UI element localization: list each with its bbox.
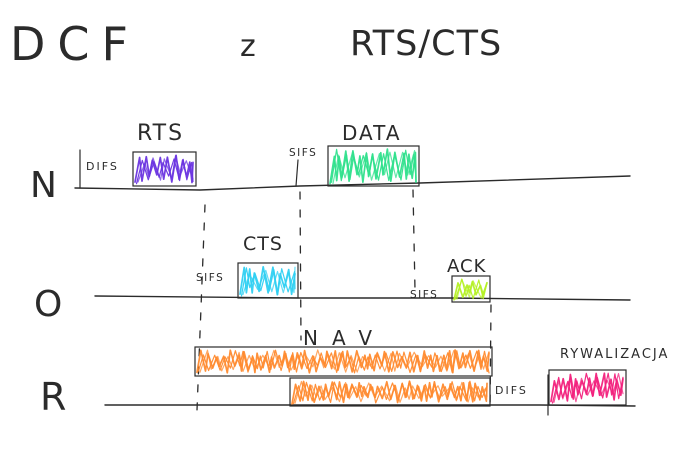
station-label-sender: N [30,165,57,206]
station-label-other: R [40,375,66,419]
contention-window [548,369,627,406]
nav-rts-bar [194,346,493,377]
rts-end-guide [196,204,206,411]
sifs-receiver-cts-label: SIFS [196,272,224,284]
nav-scribble [292,380,488,404]
rts-scribble [135,158,194,185]
data-scribble [332,150,417,185]
title-mechanism: RTS/CTS [350,24,502,64]
difs-sender-label: DIFS [86,160,119,173]
contention-scribble [551,372,624,404]
contention-label: RYWALIZACJA [560,347,669,362]
rts-frame-box [132,151,197,187]
contention-window-box [548,369,627,406]
sender-timeline [74,175,631,191]
data-start-guide [299,191,302,341]
title: DCF z RTS/CTS [10,17,502,71]
nav-cts-bar [289,377,491,407]
sifs-sender-label: SIFS [289,147,317,159]
difs-other-label: DIFS [495,384,528,397]
data-frame [327,145,420,187]
cts-frame [237,262,299,299]
data-frame-box [327,145,420,187]
title-connector: z [240,29,256,64]
ack-frame-box [451,275,491,303]
ack-scribble [456,278,488,300]
rts-scribble [137,155,194,183]
contention-scribble [553,373,624,403]
receiver-timeline [94,295,631,301]
cts-scribble [240,267,296,297]
nav-scribble [294,380,488,404]
ack-frame [451,275,491,303]
data-label: DATA [342,121,402,145]
cts-frame-box [237,262,299,299]
rts-frame [132,151,197,187]
ack-end-guide [489,304,492,413]
ack-label: ACK [447,256,487,277]
nav-rts-bar-box [194,346,493,377]
cts-scribble [242,266,296,296]
cts-label: CTS [243,233,283,255]
sifs-receiver-ack-label: SIFS [410,289,438,301]
nav-cts-bar-box [289,377,491,407]
data-scribble [330,148,417,183]
nav-scribble [199,349,490,373]
rts-label: RTS [137,121,184,146]
nav-label: NAV [303,326,386,350]
title-protocol: DCF [10,17,140,71]
station-labels: N O R [30,165,66,419]
station-label-receiver: O [34,284,62,325]
nav-scribble [197,349,490,374]
sifs-sender-tick [295,159,299,187]
data-end-guide [412,189,416,291]
